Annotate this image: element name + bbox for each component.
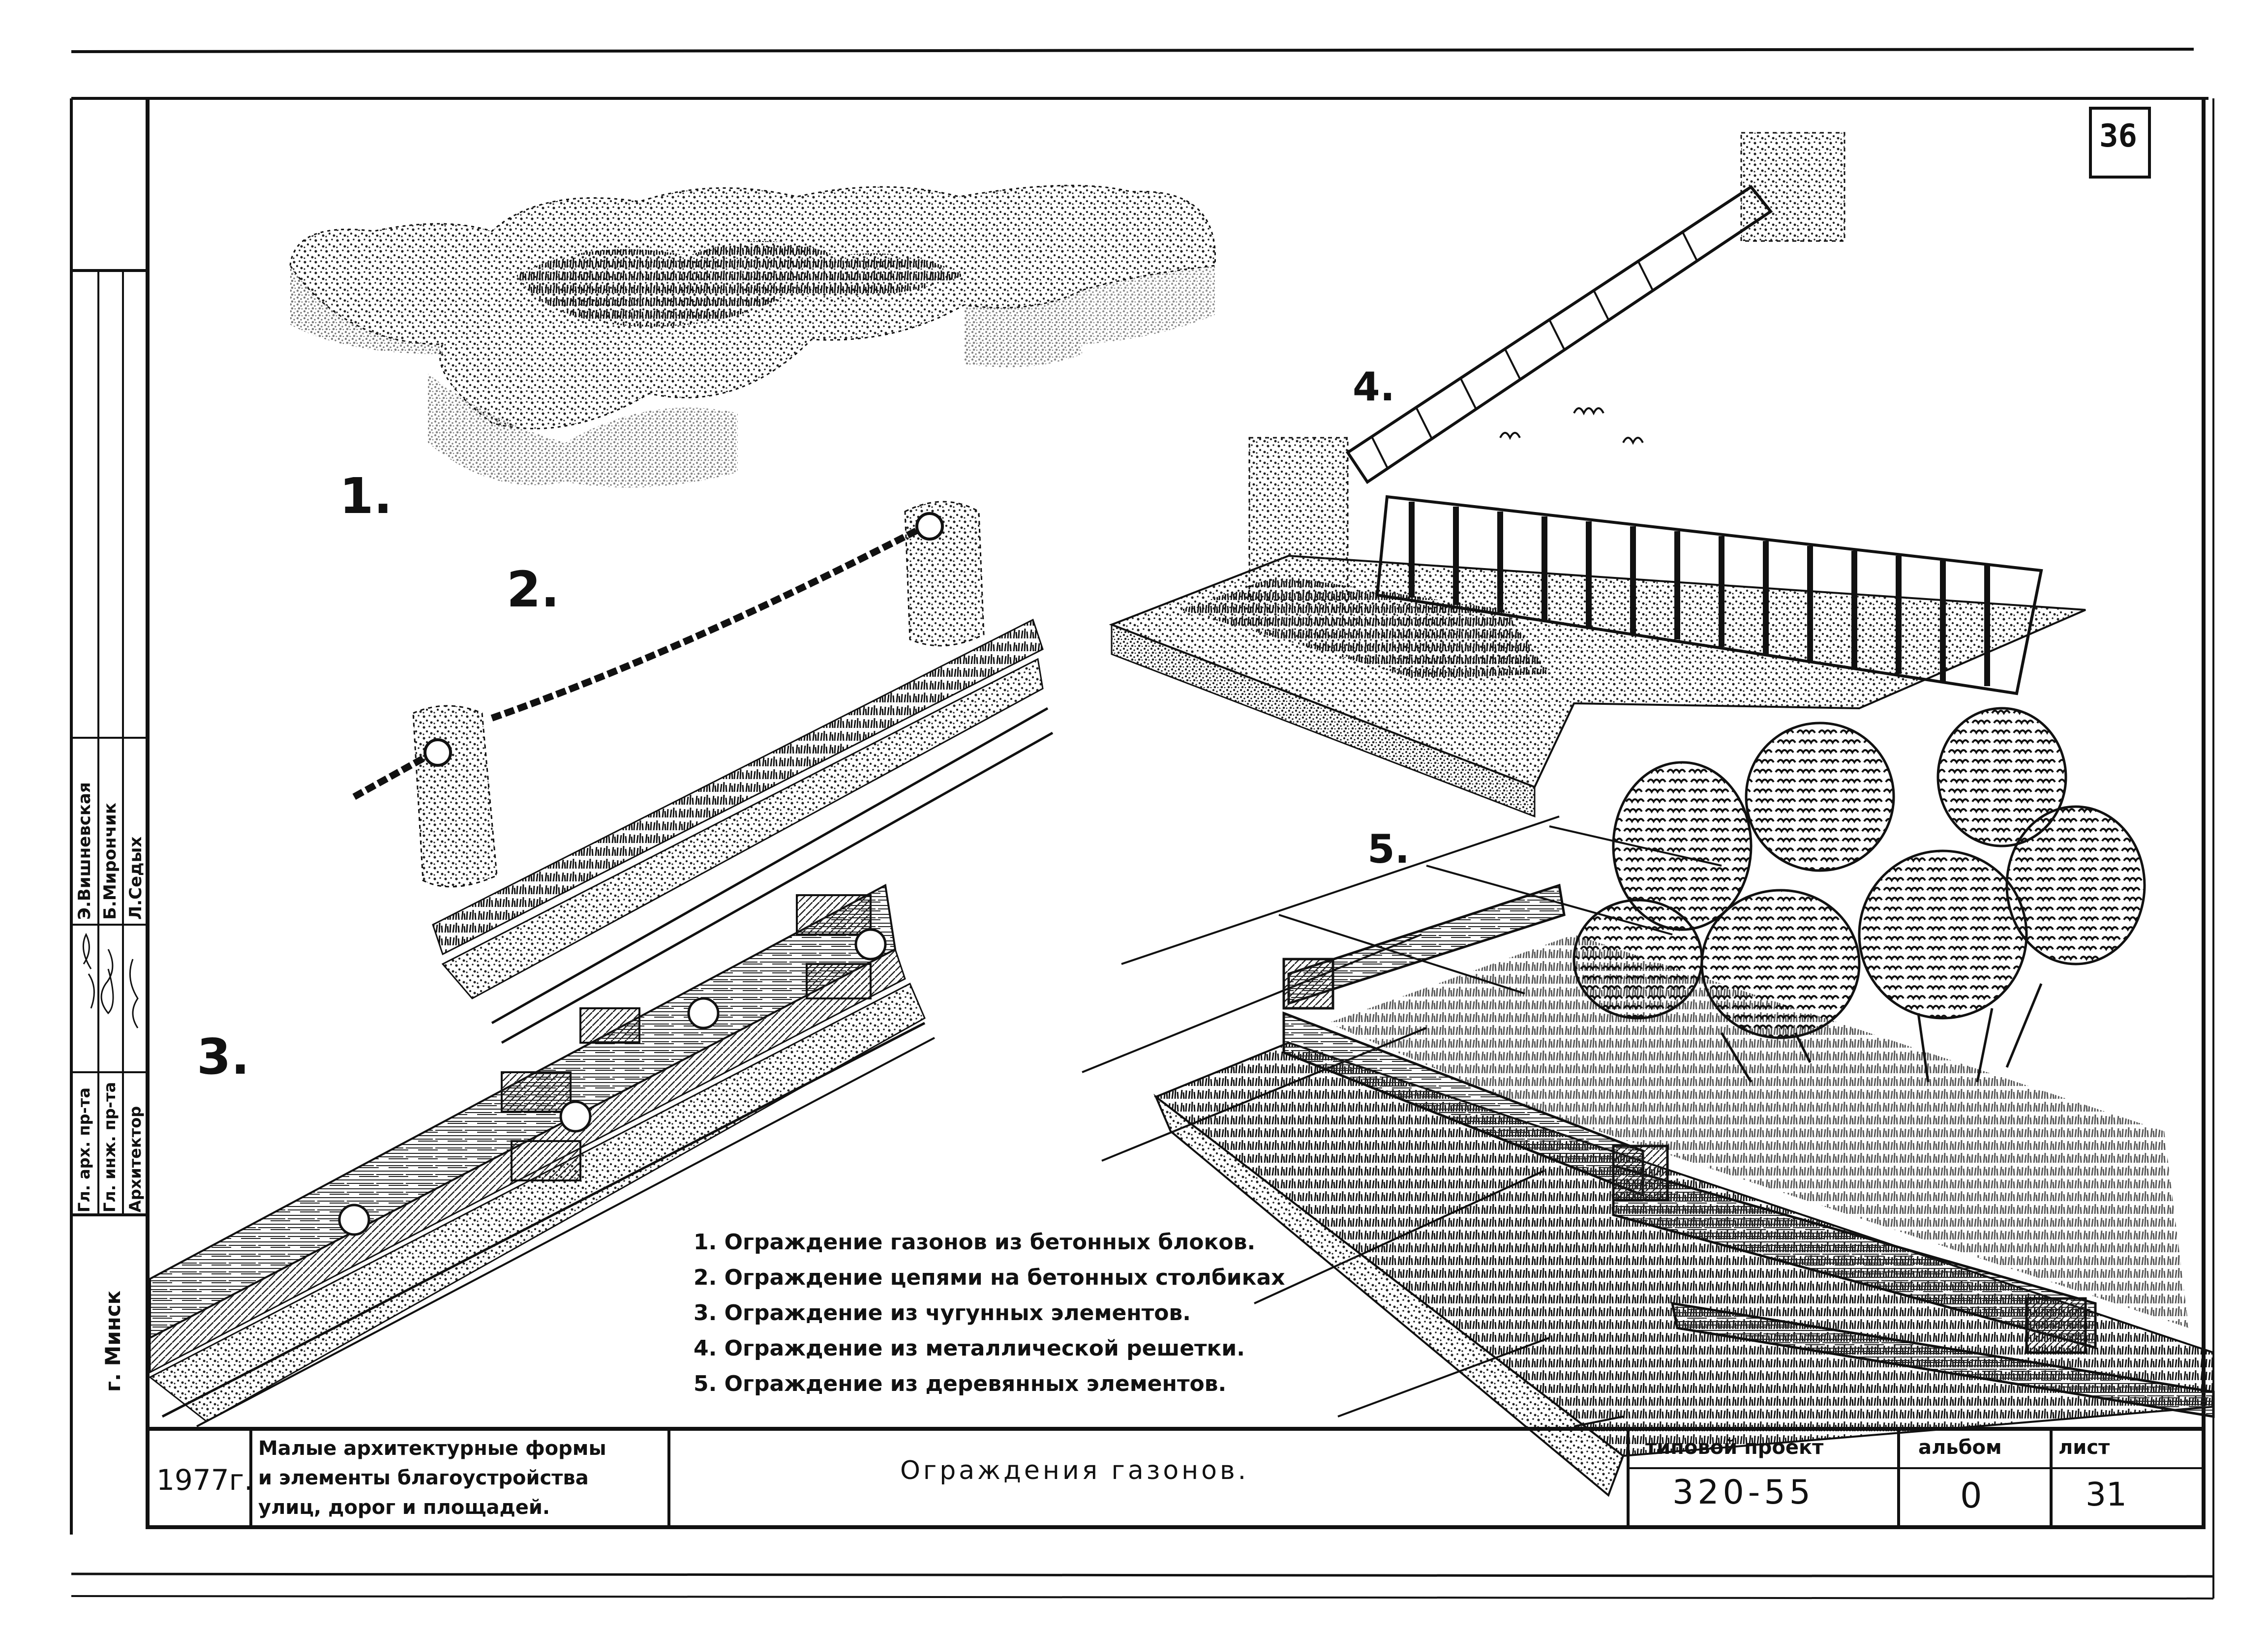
series-line: улиц, дорог и площадей.	[258, 1496, 550, 1519]
year: 1977г.	[156, 1463, 253, 1497]
figure-2-chain-posts	[352, 501, 1054, 1044]
legend-item: 5. Ограждение из деревянных элементов.	[694, 1371, 1227, 1396]
figure-number-2: 2.	[507, 561, 560, 618]
figure-1-concrete-blocks	[289, 184, 1216, 488]
figure-5-wooden-elements	[1082, 707, 2215, 1497]
corner-number: 36	[2099, 118, 2138, 154]
figure-4-metal-grating	[1109, 132, 2086, 818]
title-block-frame	[146, 1427, 2206, 1529]
stamp-name-1: Э.Вишневская	[75, 782, 94, 920]
legend-item: 1. Ограждение газонов из бетонных блоков…	[694, 1230, 1256, 1255]
drawing-title: Ограждения газонов.	[900, 1456, 1249, 1485]
stamp-role-3: Архитектор	[126, 1106, 145, 1212]
sheet-value: 31	[2086, 1476, 2127, 1513]
album-label: альбом	[1918, 1436, 2002, 1459]
sheet-label: лист	[2058, 1436, 2110, 1459]
project-label: типовой проект	[1645, 1436, 1824, 1459]
stamp-role-2: Гл. инж. пр-та	[100, 1082, 119, 1212]
stamp-institute: г. Минск	[101, 1290, 125, 1392]
series-line: и элементы благоустройства	[258, 1467, 589, 1489]
stamp-role-1: Гл. арх. пр-та	[75, 1087, 93, 1212]
legend: 1. Ограждение газонов из бетонных блоков…	[694, 1225, 1285, 1402]
figure-number-1: 1.	[339, 467, 393, 525]
figure-number-3: 3.	[197, 1028, 250, 1086]
figure-number-4: 4.	[1353, 364, 1395, 410]
side-stamp	[70, 269, 149, 1216]
legend-item: 2. Ограждение цепями на бетонных столбик…	[694, 1265, 1285, 1290]
figure-number-5: 5.	[1367, 826, 1410, 872]
series-title: Малые архитектурные формы и элементы бла…	[258, 1434, 606, 1522]
series-line: Малые архитектурные формы	[258, 1437, 606, 1460]
corner-number-box	[2089, 107, 2151, 179]
callout-lines	[1337, 1337, 1624, 1427]
album-value: 0	[1960, 1476, 1982, 1516]
figure-3-cast-iron	[149, 883, 935, 1427]
project-number: 320-55	[1672, 1473, 1814, 1512]
legend-item: 4. Ограждение из металлической решетки.	[694, 1336, 1245, 1361]
legend-item: 3. Ограждение из чугунных элементов.	[694, 1300, 1191, 1326]
stamp-name-3: Л.Седых	[126, 836, 146, 920]
stamp-name-2: Б.Мирончик	[100, 803, 120, 920]
